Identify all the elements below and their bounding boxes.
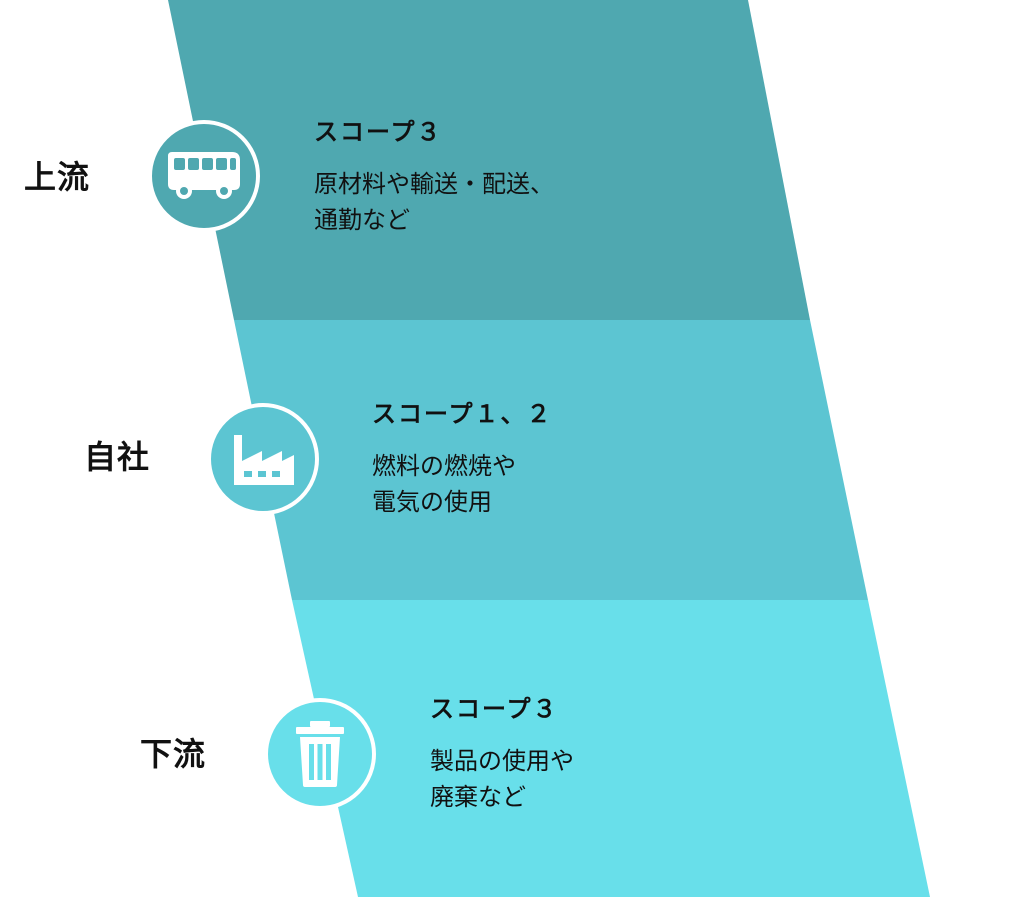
scope-card-downstream: スコープ３ 製品の使用や 廃棄など xyxy=(430,697,574,815)
scope-description-downstream: 製品の使用や 廃棄など xyxy=(430,743,574,815)
scope-description-line: 製品の使用や xyxy=(430,747,574,775)
scope-card-own-company: スコープ１、２ 燃料の燃焼や 電気の使用 xyxy=(372,402,553,520)
scope-title-own-company: スコープ１、２ xyxy=(372,400,553,428)
stage-label-downstream: 下流 xyxy=(140,735,207,773)
icon-circle-upstream xyxy=(148,120,260,232)
band-downstream xyxy=(292,600,930,897)
band-own-company xyxy=(234,320,868,600)
stage-label-own-company: 自社 xyxy=(84,438,151,476)
scope-description-line: 廃棄など xyxy=(430,783,526,811)
scope-title-downstream: スコープ３ xyxy=(430,695,559,723)
scope-description-own-company: 燃料の燃焼や 電気の使用 xyxy=(372,448,553,520)
scope-description-line: 原材料や輸送・配送、 xyxy=(314,170,554,198)
trash-can-icon xyxy=(296,721,344,787)
scope-description-line: 電気の使用 xyxy=(372,488,492,516)
scope-card-upstream: スコープ３ 原材料や輸送・配送、 通勤など xyxy=(314,120,554,238)
bus-icon xyxy=(168,152,240,199)
icon-circle-downstream xyxy=(264,698,376,810)
scope-description-line: 通勤など xyxy=(314,206,410,234)
icon-circle-own-company xyxy=(207,403,319,515)
scope-description-upstream: 原材料や輸送・配送、 通勤など xyxy=(314,166,554,238)
stage-label-upstream: 上流 xyxy=(24,158,91,196)
scope-description-line: 燃料の燃焼や xyxy=(372,452,516,480)
scope-title-upstream: スコープ３ xyxy=(314,118,443,146)
band-upstream xyxy=(168,0,810,320)
factory-icon xyxy=(234,435,294,485)
